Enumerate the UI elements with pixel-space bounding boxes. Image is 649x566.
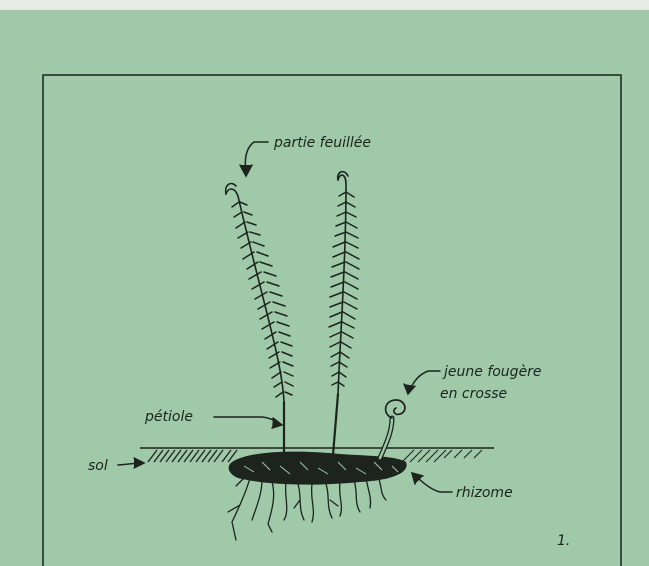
petiole-arrowhead [272, 418, 282, 428]
petiole-leader [214, 417, 280, 424]
rhizome-leader [416, 476, 452, 492]
rhizome-arrowhead [412, 473, 423, 484]
fiddlehead [380, 400, 405, 458]
figure-number: 1. [557, 533, 570, 549]
young-fern-label-line1: jeune fougère [442, 364, 542, 380]
leafy-part-label: partie feuillée [273, 135, 371, 151]
young-fern-label-line2: en crosse [440, 386, 507, 402]
petiole-label: pétiole [144, 409, 193, 425]
frond-left [226, 184, 293, 455]
soil-label: sol [88, 458, 108, 474]
young-fern-arrowhead [404, 384, 415, 394]
frond-right [329, 172, 359, 455]
rhizome-label: rhizome [456, 485, 513, 501]
soil-arrowhead [134, 458, 144, 468]
soil-hatching-right [402, 450, 482, 462]
roots [228, 476, 386, 540]
soil-hatching-left [148, 450, 237, 462]
leafy-part-arrowhead [240, 165, 252, 176]
